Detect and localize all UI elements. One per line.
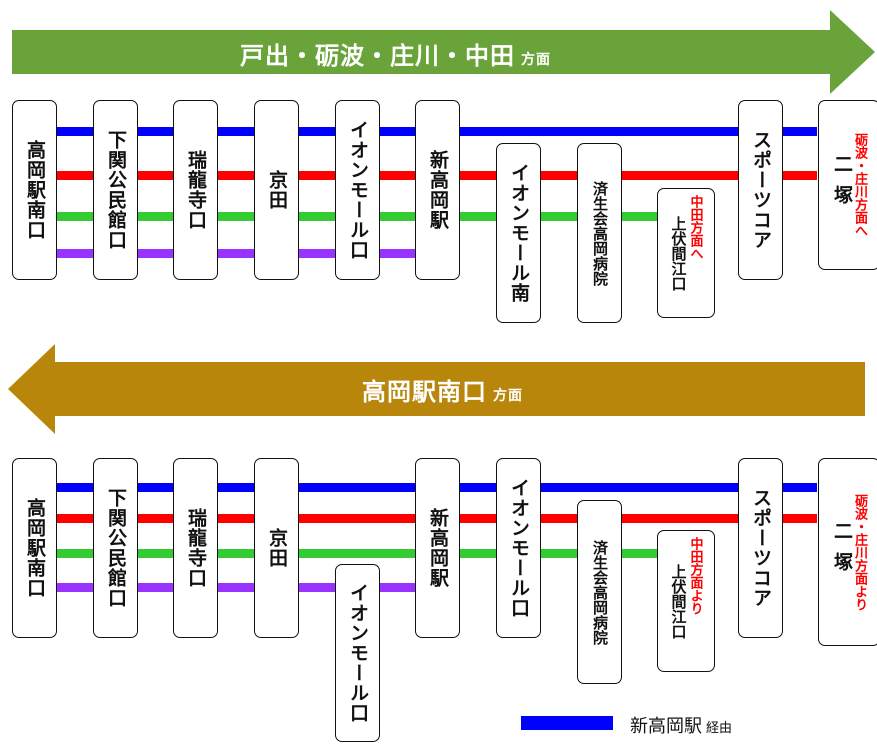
top-stop-sports-core: スポーツコア — [738, 100, 783, 280]
stop-label: 高岡駅南口 — [24, 498, 46, 598]
stop-label: 高岡駅南口 — [24, 140, 46, 240]
bottom-stop-sports-core: スポーツコア — [738, 458, 783, 638]
stop-label: 済生会高岡病院 — [591, 180, 609, 286]
legend-suffix: 経由 — [706, 721, 733, 736]
top-stop-shin-takaoka: 新高岡駅 — [415, 100, 460, 280]
top-banner-sub: 方面 — [521, 52, 551, 68]
legend-station: 新高岡駅 — [630, 716, 702, 737]
bottom-stop-kyoden: 京田 — [254, 458, 299, 638]
stop-label: 瑞龍寺口 — [185, 508, 207, 588]
bottom-stop-kamifuseumae: 上伏間江口 中田方面より — [657, 530, 715, 672]
stop-label: イオンモール口 — [508, 478, 530, 618]
stop-label: スポーツコア — [750, 130, 772, 250]
top-stop-shimozeki: 下関公民館口 — [93, 100, 138, 280]
stop-label: 済生会高岡病院 — [591, 539, 609, 645]
stop-label: 下関公民館口 — [105, 488, 127, 608]
stop-label: 上伏間江口 — [669, 563, 688, 639]
bottom-banner-sub: 方面 — [493, 388, 523, 404]
bottom-stop-aeon-guchi-lower: イオンモール口 — [335, 564, 380, 742]
top-stop-aeon-minami: イオンモール南 — [496, 143, 541, 323]
top-banner-title: 戸出・砺波・庄川・中田方面 — [240, 36, 551, 71]
bottom-stop-shimozeki: 下関公民館口 — [93, 458, 138, 638]
bottom-stop-zuiryuji: 瑞龍寺口 — [173, 458, 218, 638]
stop-label: スポーツコア — [750, 488, 772, 608]
top-purple-line — [55, 249, 415, 258]
direction-note: 中田方面へ — [687, 195, 703, 260]
stop-label: 二塚 — [831, 154, 853, 216]
top-stop-kamifuseumae: 上伏間江口 中田方面へ — [657, 188, 715, 318]
bottom-stop-aeon-guchi: イオンモール口 — [496, 458, 541, 638]
stop-label: 新高岡駅 — [427, 508, 449, 588]
stop-label: イオンモール南 — [508, 163, 530, 303]
stop-label: 瑞龍寺口 — [185, 150, 207, 230]
stop-label: イオンモール口 — [347, 120, 369, 260]
bottom-stop-futatsuka: 二塚 砺波・庄川方面より — [818, 458, 877, 646]
top-stop-kyoden: 京田 — [254, 100, 299, 280]
bottom-banner-title: 高岡駅南口方面 — [362, 372, 523, 407]
direction-note: 砺波・庄川方面より — [852, 493, 867, 611]
bottom-banner-main: 高岡駅南口 — [362, 378, 487, 406]
top-stop-zuiryuji: 瑞龍寺口 — [173, 100, 218, 280]
bottom-stop-takaoka-minamiguchi: 高岡駅南口 — [12, 458, 57, 638]
stop-label: 京田 — [266, 528, 288, 568]
top-stop-futatsuka: 二塚 砺波・庄川方面へ — [818, 100, 877, 270]
stop-label: 京田 — [266, 170, 288, 210]
top-stop-takaoka-minamiguchi: 高岡駅南口 — [12, 100, 57, 280]
direction-note: 中田方面より — [687, 537, 703, 615]
stop-label: 下関公民館口 — [105, 130, 127, 250]
bottom-stop-shin-takaoka: 新高岡駅 — [415, 458, 460, 638]
stop-label: 上伏間江口 — [669, 215, 688, 291]
stop-label: 二塚 — [831, 521, 853, 583]
top-banner-main: 戸出・砺波・庄川・中田 — [240, 42, 515, 70]
stop-label: イオンモール口 — [347, 583, 369, 723]
bottom-green-line — [55, 549, 660, 558]
direction-note: 砺波・庄川方面へ — [852, 133, 867, 237]
legend-blue-swatch — [521, 716, 613, 730]
bottom-stop-saiseikai: 済生会高岡病院 — [577, 500, 622, 684]
top-stop-saiseikai: 済生会高岡病院 — [577, 143, 622, 323]
stop-label: 新高岡駅 — [427, 150, 449, 230]
legend-label: 新高岡駅経由 — [630, 712, 732, 738]
top-stop-aeon-guchi: イオンモール口 — [335, 100, 380, 280]
bottom-purple-line — [55, 583, 415, 592]
